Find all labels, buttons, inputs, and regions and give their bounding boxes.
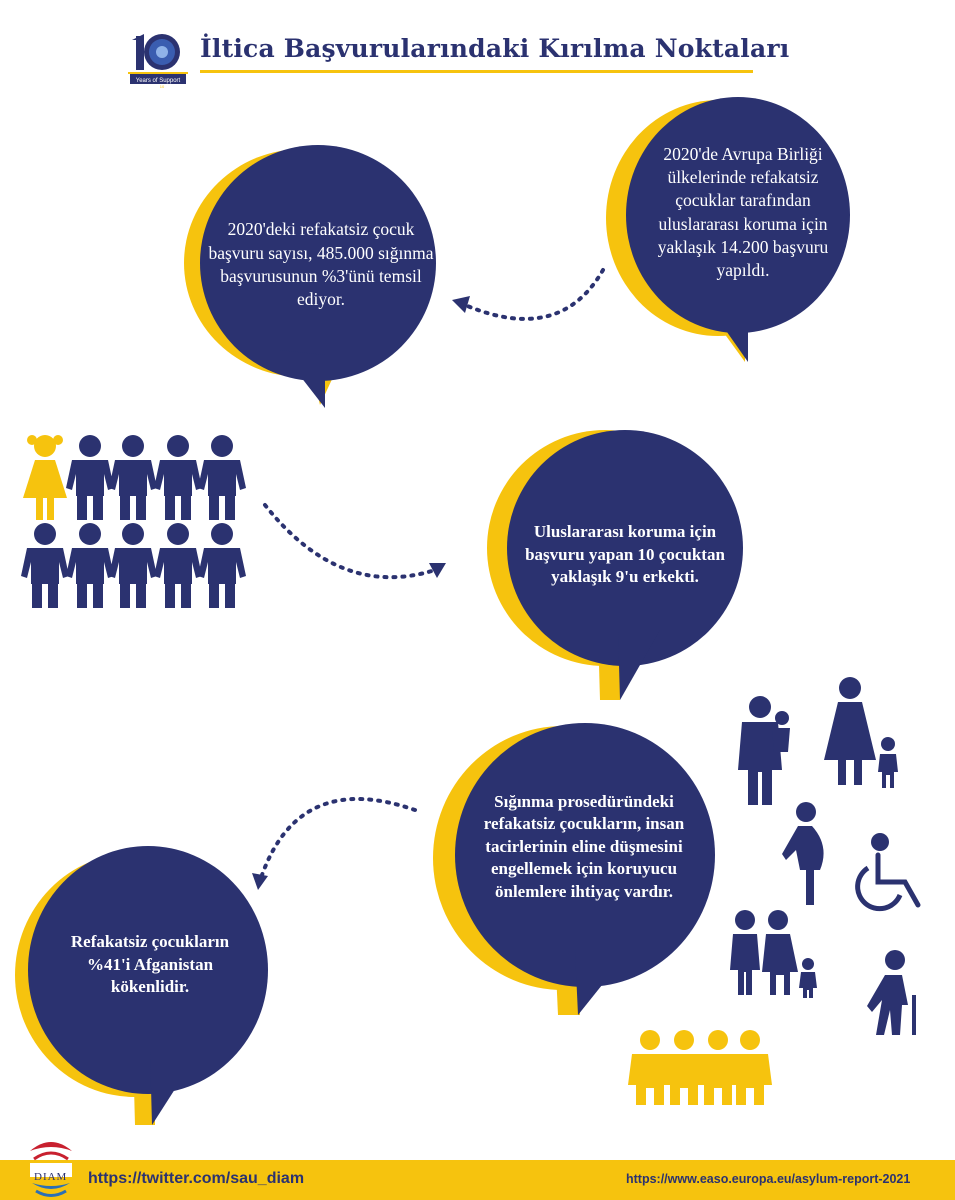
logo-caption: Years of Support	[136, 78, 181, 84]
speech-bubble-2	[606, 97, 850, 362]
father-with-baby-icon	[738, 696, 790, 805]
speech-bubble-4	[433, 723, 715, 1015]
bubble-5-text: Refakatsiz çocukların %41'i Afganistan k…	[70, 932, 230, 997]
speech-bubble-1	[184, 145, 436, 408]
diam-logo-icon	[30, 1142, 72, 1197]
children-group-icon	[21, 435, 246, 608]
page-title: İltica Başvurularındaki Kırılma Noktalar…	[200, 34, 790, 63]
arrow-head-1	[452, 296, 470, 313]
speech-bubble-5	[15, 846, 268, 1125]
bubble-1-text: 2020'deki refakatsiz çocuk başvuru sayıs…	[208, 219, 434, 310]
yellow-people-group-icon	[628, 1030, 772, 1105]
title-underline	[200, 70, 753, 73]
dotted-arrow-2	[263, 503, 437, 580]
arrow-head-2	[429, 563, 446, 578]
footer-bar	[0, 1160, 955, 1200]
twitter-link[interactable]: https://twitter.com/sau_diam	[88, 1170, 305, 1187]
speech-bubble-3	[487, 430, 743, 700]
dotted-arrow-3	[260, 796, 417, 877]
logo-number: 10	[160, 84, 165, 89]
wheelchair-icon	[855, 833, 921, 912]
dotted-arrow-1	[463, 268, 605, 321]
diam-label: DIAM	[34, 1171, 68, 1183]
family-icon	[730, 910, 817, 998]
ten-years-logo-icon: Years of Support 10	[128, 34, 188, 89]
source-link[interactable]: https://www.easo.europa.eu/asylum-report…	[626, 1172, 911, 1186]
bubble-3-text: Uluslararası koruma için başvuru yapan 1…	[525, 522, 725, 587]
arrow-head-3	[252, 873, 268, 890]
elderly-with-cane-icon	[867, 950, 916, 1035]
mother-with-child-icon	[824, 677, 898, 788]
bubble-4-text: Sığınma prosedüründeki refakatsiz çocukl…	[483, 791, 685, 901]
bubble-2-text: 2020'de Avrupa Birliği ülkelerinde refak…	[657, 143, 829, 281]
pregnant-woman-icon	[782, 802, 824, 905]
